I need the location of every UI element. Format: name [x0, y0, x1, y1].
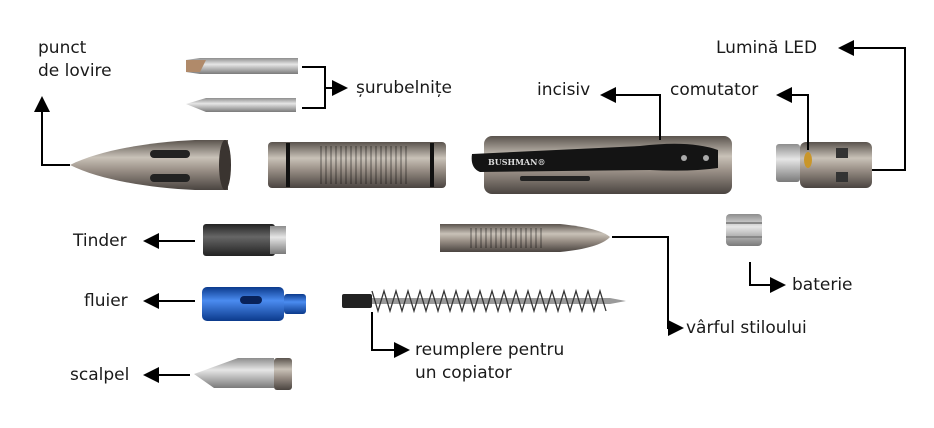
label-screwdrivers: șurubelnițe [356, 78, 452, 98]
label-refill-line1: reumplere pentru [415, 340, 565, 360]
label-incisor: incisiv [537, 80, 591, 100]
label-pen-tip: vârful stiloului [686, 318, 807, 338]
label-switch: comutator [670, 80, 759, 100]
label-strike-point-line1: punct [38, 38, 87, 58]
led-head-part [776, 142, 872, 188]
callout-lines [34, 40, 906, 383]
label-refill-line2: un copiator [415, 363, 512, 383]
body-tube-part [268, 142, 446, 188]
screwdriver-bit-flat [186, 58, 298, 74]
label-battery: baterie [792, 275, 853, 295]
whistle-part [202, 287, 306, 321]
battery-part [726, 214, 762, 246]
label-led-light: Lumină LED [716, 38, 818, 58]
label-scalpel: scalpel [70, 365, 130, 385]
clip-brand: BUSHMAN® [488, 157, 545, 167]
main-barrel-part: BUSHMAN® [471, 136, 732, 194]
strike-tip-part [70, 140, 231, 190]
refill-spring-part [342, 288, 626, 314]
tinder-part [203, 224, 286, 256]
label-whistle: fluier [84, 291, 128, 311]
pen-tip-part [440, 224, 610, 252]
scalpel-part [194, 358, 292, 390]
label-tinder: Tinder [73, 231, 127, 251]
screwdriver-bit-phillips [186, 98, 296, 112]
label-strike-point-line2: de lovire [38, 61, 112, 81]
